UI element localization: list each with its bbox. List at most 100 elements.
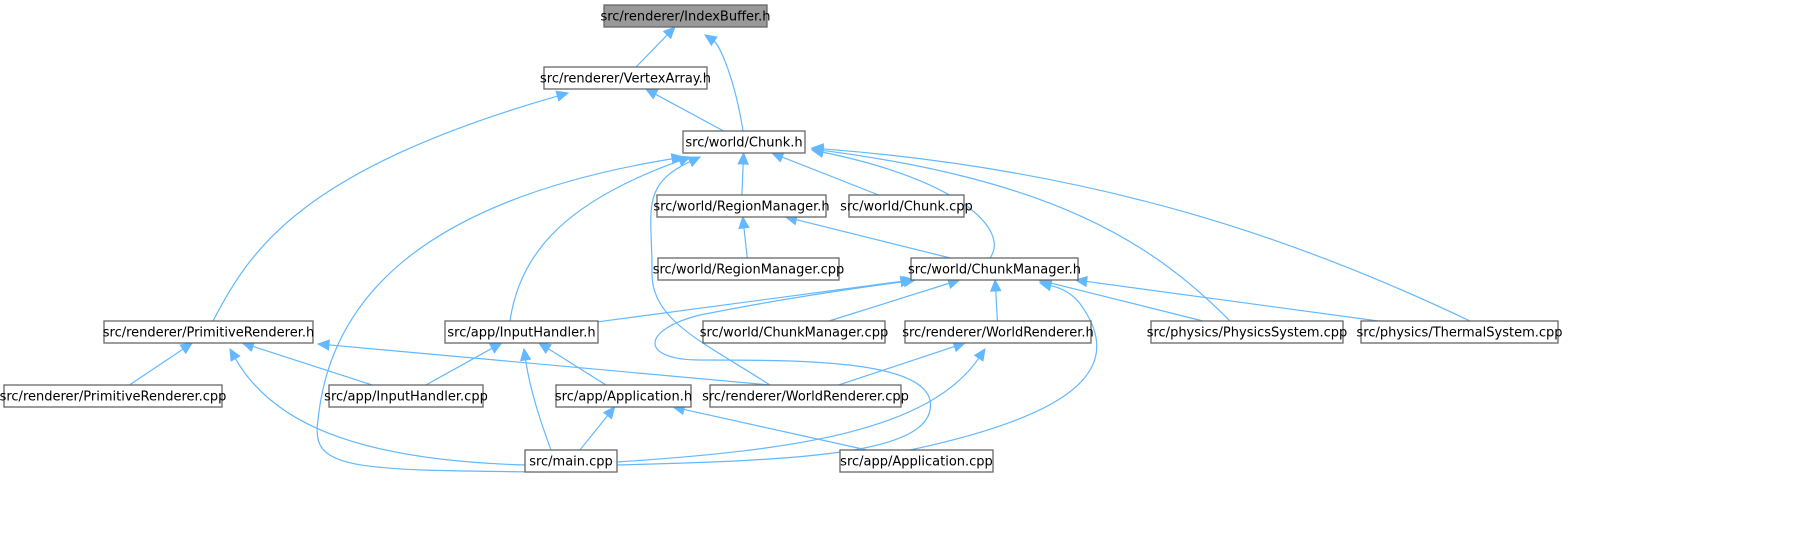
edge-line bbox=[821, 148, 1471, 322]
node-box bbox=[904, 320, 1092, 344]
node-label: src/renderer/VertexArray.h bbox=[540, 72, 711, 87]
edge-line bbox=[795, 218, 951, 259]
node-chunkmanager-h[interactable]: src/world/ChunkManager.h bbox=[908, 257, 1081, 281]
arrowhead-icon bbox=[662, 26, 676, 40]
node-regionmanager-h[interactable]: src/world/RegionManager.h bbox=[653, 194, 830, 218]
edge-application-h-to-inputhandler-h bbox=[538, 342, 607, 386]
node-label: src/renderer/WorldRenderer.cpp bbox=[702, 390, 909, 405]
node-worldrenderer-h[interactable]: src/renderer/WorldRenderer.h bbox=[902, 320, 1094, 344]
edge-line bbox=[1085, 280, 1379, 322]
node-box bbox=[709, 384, 902, 408]
edge-line bbox=[821, 149, 1231, 322]
node-box bbox=[910, 257, 1079, 281]
edge-line bbox=[616, 280, 931, 466]
edge-line bbox=[212, 95, 559, 322]
edge-worldrenderer-h-to-chunkmanager-h bbox=[989, 278, 1002, 322]
edge-line bbox=[995, 289, 998, 322]
node-box bbox=[839, 449, 994, 473]
node-box bbox=[656, 194, 827, 218]
edge-line bbox=[129, 348, 185, 386]
node-box bbox=[657, 257, 840, 281]
arrowhead-icon bbox=[179, 342, 194, 355]
edge-line bbox=[234, 357, 526, 466]
edge-line bbox=[597, 280, 903, 323]
node-label: src/world/ChunkManager.cpp bbox=[700, 326, 888, 341]
node-inputhandler-h[interactable]: src/app/InputHandler.h bbox=[444, 320, 599, 344]
arrowhead-icon bbox=[316, 339, 330, 351]
edges-layer bbox=[129, 26, 1471, 473]
edge-application-cpp-to-application-h bbox=[671, 403, 868, 451]
edge-main-cpp-to-application-h bbox=[579, 406, 616, 451]
edge-chunkmanager-h-to-regionmanager-h bbox=[784, 214, 951, 259]
node-label: src/app/Application.cpp bbox=[840, 455, 993, 470]
arrowhead-icon bbox=[770, 151, 785, 163]
edge-line bbox=[635, 33, 669, 68]
node-physicssystem-cpp[interactable]: src/physics/PhysicsSystem.cpp bbox=[1147, 320, 1348, 344]
arrowhead-icon bbox=[229, 347, 241, 362]
node-label: src/renderer/IndexBuffer.h bbox=[600, 10, 770, 25]
edge-line bbox=[616, 356, 980, 463]
node-inputhandler-cpp[interactable]: src/app/InputHandler.cpp bbox=[324, 384, 488, 408]
node-box bbox=[444, 320, 599, 344]
edge-line bbox=[425, 347, 494, 386]
node-thermalsystem-cpp[interactable]: src/physics/ThermalSystem.cpp bbox=[1356, 320, 1563, 344]
edge-line bbox=[1048, 281, 1204, 322]
arrowhead-icon bbox=[602, 406, 616, 420]
node-box bbox=[603, 4, 768, 28]
nodes-layer: src/renderer/IndexBuffer.h src/renderer/V… bbox=[0, 4, 1563, 473]
edge-main-cpp-to-chunk-h bbox=[316, 153, 685, 473]
node-application-cpp[interactable]: src/app/Application.cpp bbox=[839, 449, 994, 473]
edge-inputhandler-cpp-to-primitiverenderer-h bbox=[241, 341, 373, 386]
node-chunk-h[interactable]: src/world/Chunk.h bbox=[682, 130, 806, 154]
edge-line bbox=[741, 162, 744, 196]
node-primitiverenderer-cpp[interactable]: src/renderer/PrimitiveRenderer.cpp bbox=[0, 384, 226, 408]
edge-physicssystem-cpp-to-chunk-h bbox=[810, 144, 1231, 322]
node-application-h[interactable]: src/app/Application.h bbox=[555, 384, 692, 408]
arrowhead-icon bbox=[989, 278, 1002, 292]
arrowhead-icon bbox=[519, 347, 532, 362]
edge-thermalsystem-cpp-to-chunkmanager-h bbox=[1074, 275, 1379, 322]
edge-application-cpp-to-chunkmanager-h bbox=[909, 279, 1098, 451]
node-label: src/renderer/PrimitiveRenderer.h bbox=[103, 326, 314, 341]
edge-regionmanager-cpp-to-regionmanager-h bbox=[738, 215, 750, 259]
edge-regionmanager-h-to-chunk-h bbox=[737, 151, 749, 196]
arrowhead-icon bbox=[644, 88, 659, 100]
node-chunk-cpp[interactable]: src/world/Chunk.cpp bbox=[840, 194, 973, 218]
edge-line bbox=[654, 93, 724, 132]
edge-line bbox=[524, 358, 552, 451]
edge-chunk-h-to-indexbuffer-h bbox=[703, 34, 744, 132]
node-box bbox=[1150, 320, 1344, 344]
edge-worldrenderer-cpp-to-primitiverenderer-h bbox=[316, 339, 771, 386]
edge-primitiverenderer-cpp-to-primitiverenderer-h bbox=[129, 342, 194, 386]
edge-chunkmanager-cpp-to-chunkmanager-h bbox=[828, 277, 961, 322]
edge-main-cpp-to-chunkmanager-h bbox=[616, 275, 931, 466]
arrowhead-icon bbox=[810, 143, 824, 155]
edge-vertexarray-h-to-indexbuffer-h bbox=[635, 26, 676, 68]
node-vertexarray-h[interactable]: src/renderer/VertexArray.h bbox=[540, 66, 711, 90]
node-label: src/world/RegionManager.h bbox=[653, 200, 829, 215]
node-box bbox=[1360, 320, 1559, 344]
node-chunkmanager-cpp[interactable]: src/world/ChunkManager.cpp bbox=[700, 320, 888, 344]
node-label: src/world/Chunk.cpp bbox=[840, 200, 973, 215]
arrowhead-icon bbox=[703, 34, 718, 47]
edge-line bbox=[780, 156, 879, 196]
edge-line bbox=[650, 160, 771, 386]
node-label: src/main.cpp bbox=[529, 455, 613, 470]
edge-line bbox=[743, 226, 748, 259]
edge-line bbox=[682, 408, 868, 451]
edge-line bbox=[712, 40, 744, 132]
edge-line bbox=[579, 414, 609, 451]
edge-line bbox=[909, 284, 1098, 451]
node-box bbox=[328, 384, 484, 408]
node-label: src/app/Application.h bbox=[555, 390, 692, 405]
node-primitiverenderer-h[interactable]: src/renderer/PrimitiveRenderer.h bbox=[103, 320, 314, 344]
node-worldrenderer-cpp[interactable]: src/renderer/WorldRenderer.cpp bbox=[702, 384, 909, 408]
arrowhead-icon bbox=[737, 151, 749, 165]
arrowhead-icon bbox=[738, 215, 750, 230]
edge-worldrenderer-cpp-to-worldrenderer-h bbox=[838, 341, 967, 386]
edge-primitiverenderer-h-to-vertexarray-h bbox=[212, 90, 570, 322]
node-main-cpp[interactable]: src/main.cpp bbox=[524, 449, 618, 473]
edge-line bbox=[838, 345, 956, 386]
node-regionmanager-cpp[interactable]: src/world/RegionManager.cpp bbox=[653, 257, 845, 281]
edge-physicssystem-cpp-to-chunkmanager-h bbox=[1037, 277, 1204, 322]
